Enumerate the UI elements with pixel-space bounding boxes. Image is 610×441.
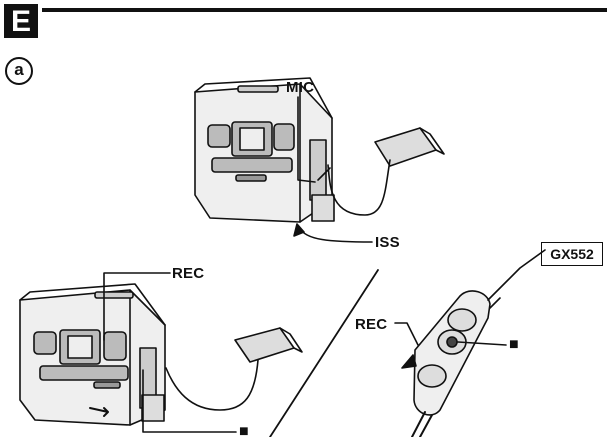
stop-symbol-right: ■ <box>509 336 519 353</box>
rec-leader-right <box>394 322 419 346</box>
stop-leader-right <box>457 341 507 346</box>
cassette-player-top <box>194 77 335 223</box>
stop-symbol-left: ■ <box>239 423 249 440</box>
iss-label: ISS <box>375 234 400 251</box>
divider <box>269 269 379 437</box>
rec-label-right: REC <box>355 316 388 333</box>
subsection-marker: a <box>5 57 33 85</box>
microphone-top <box>317 127 445 216</box>
mic-leader <box>297 96 316 183</box>
iss-leader <box>299 227 373 243</box>
rec-label-left: REC <box>172 265 205 282</box>
header-rule <box>42 8 607 12</box>
stop-leader-left <box>142 369 237 433</box>
microphone-bottom <box>165 327 303 411</box>
mic-label: MIC <box>286 79 315 96</box>
cassette-player-bottom <box>19 283 166 426</box>
remote-control <box>411 249 546 437</box>
section-letter: E <box>4 4 38 38</box>
rec-leader-left <box>103 272 171 341</box>
model-label: GX552 <box>541 242 603 266</box>
